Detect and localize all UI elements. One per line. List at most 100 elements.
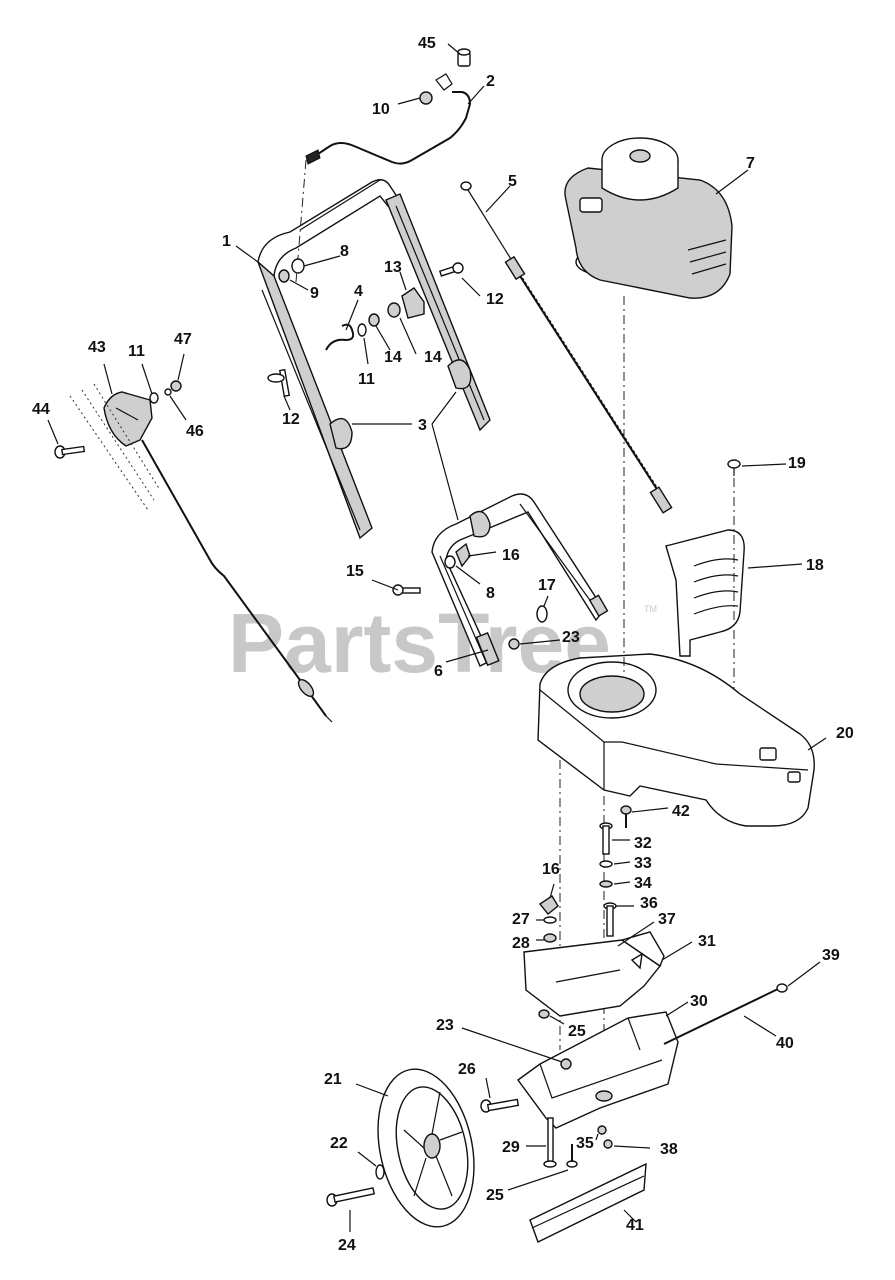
label-5: 5	[508, 173, 517, 190]
control-cable[interactable]	[295, 73, 472, 283]
bolt-32[interactable]	[599, 822, 613, 855]
label-4: 4	[354, 283, 363, 300]
end-cap-39[interactable]	[776, 983, 788, 993]
bolt-24[interactable]	[326, 1187, 376, 1207]
washer-22[interactable]	[375, 1164, 385, 1180]
upper-handle[interactable]	[257, 179, 491, 540]
label-25a: 25	[568, 1023, 586, 1040]
wheel[interactable]	[364, 1060, 487, 1236]
leader-lines	[47, 43, 827, 1232]
label-23b: 23	[436, 1017, 454, 1034]
label-11b: 11	[128, 343, 145, 360]
axle-rod-40[interactable]	[663, 987, 781, 1045]
label-22: 22	[330, 1135, 348, 1152]
nut-38[interactable]	[603, 1139, 613, 1149]
nut-14a[interactable]	[368, 313, 380, 327]
nut-14b[interactable]	[387, 302, 401, 318]
trimmer-shroud[interactable]	[103, 391, 153, 447]
label-16a: 16	[502, 547, 520, 564]
label-10: 10	[372, 101, 390, 118]
label-29: 29	[502, 1139, 520, 1156]
trimmer-cable[interactable]	[141, 439, 327, 717]
label-8a: 8	[340, 243, 349, 260]
label-25b: 25	[486, 1187, 504, 1204]
label-14b: 14	[424, 349, 442, 366]
label-35: 35	[576, 1135, 594, 1152]
lower-handle[interactable]	[431, 493, 609, 667]
label-21: 21	[324, 1071, 342, 1088]
ring-17[interactable]	[536, 605, 548, 623]
belt-cover[interactable]	[665, 529, 745, 657]
part-labels: 45 2 10 5 7 1 8 9 13 12 4 11 14 14 43 11…	[32, 35, 854, 1254]
label-19: 19	[788, 455, 806, 472]
washer-8b[interactable]	[444, 555, 456, 569]
axle-bracket-30[interactable]	[517, 1011, 679, 1129]
label-16b: 16	[542, 861, 560, 878]
label-31: 31	[698, 933, 716, 950]
bolt-29[interactable]	[543, 1117, 557, 1168]
label-12b: 12	[282, 411, 300, 428]
label-20: 20	[836, 725, 854, 742]
handle-knobs[interactable]	[329, 359, 491, 538]
bolt-12a[interactable]	[438, 262, 464, 277]
wing-nut-16a[interactable]	[455, 542, 471, 568]
watermark-tm: TM	[644, 604, 657, 614]
label-34: 34	[634, 875, 652, 892]
nut-35[interactable]	[597, 1125, 607, 1135]
label-32: 32	[634, 835, 652, 852]
bolt-12b[interactable]	[267, 368, 291, 397]
washer-34[interactable]	[599, 880, 613, 888]
washer-11a[interactable]	[357, 323, 367, 337]
pin-45[interactable]	[457, 48, 471, 67]
wing-nut-16b[interactable]	[538, 895, 559, 915]
label-6: 6	[434, 663, 443, 680]
label-37: 37	[658, 911, 676, 928]
label-40: 40	[776, 1035, 794, 1052]
nut-23b[interactable]	[560, 1058, 572, 1070]
label-18: 18	[806, 557, 824, 574]
bolt-36[interactable]	[603, 902, 617, 937]
label-36: 36	[640, 895, 658, 912]
washer-33[interactable]	[599, 860, 613, 868]
label-13: 13	[384, 259, 402, 276]
bolt-26[interactable]	[480, 1098, 520, 1113]
screw-19[interactable]	[727, 459, 741, 476]
adjust-bracket-31[interactable]	[523, 931, 665, 1017]
bolt-42[interactable]	[620, 805, 632, 828]
label-44: 44	[32, 401, 50, 418]
label-43: 43	[88, 339, 106, 356]
washer-46[interactable]	[164, 388, 172, 396]
throttle-cable[interactable]	[460, 181, 673, 514]
blade-guard[interactable]	[529, 1162, 647, 1243]
label-47: 47	[174, 331, 192, 348]
screw-25b[interactable]	[566, 1144, 578, 1168]
nut-10[interactable]	[419, 91, 433, 105]
engine[interactable]	[564, 137, 733, 299]
washer-27[interactable]	[543, 916, 557, 924]
nut-23a[interactable]	[508, 638, 520, 650]
bracket-13[interactable]	[401, 287, 425, 319]
cable-end[interactable]	[296, 677, 317, 699]
label-42: 42	[672, 803, 690, 820]
deck-housing[interactable]	[537, 653, 815, 827]
screw-25a[interactable]	[538, 1009, 550, 1019]
washer-9[interactable]	[278, 269, 290, 283]
label-38: 38	[660, 1141, 678, 1158]
label-2: 2	[486, 73, 495, 90]
label-39: 39	[822, 947, 840, 964]
washer-11b[interactable]	[149, 392, 159, 404]
washer-28[interactable]	[543, 933, 557, 943]
nut-47[interactable]	[170, 380, 182, 392]
spring-clip-4[interactable]	[325, 323, 355, 351]
label-15: 15	[346, 563, 364, 580]
label-17: 17	[538, 577, 556, 594]
shroud-shadow	[69, 383, 161, 511]
label-11a: 11	[358, 371, 375, 388]
washer-8a[interactable]	[291, 258, 305, 274]
label-33: 33	[634, 855, 652, 872]
label-7: 7	[746, 155, 755, 172]
label-12a: 12	[486, 291, 504, 308]
bolt-44[interactable]	[54, 445, 86, 459]
label-24: 24	[338, 1237, 356, 1254]
